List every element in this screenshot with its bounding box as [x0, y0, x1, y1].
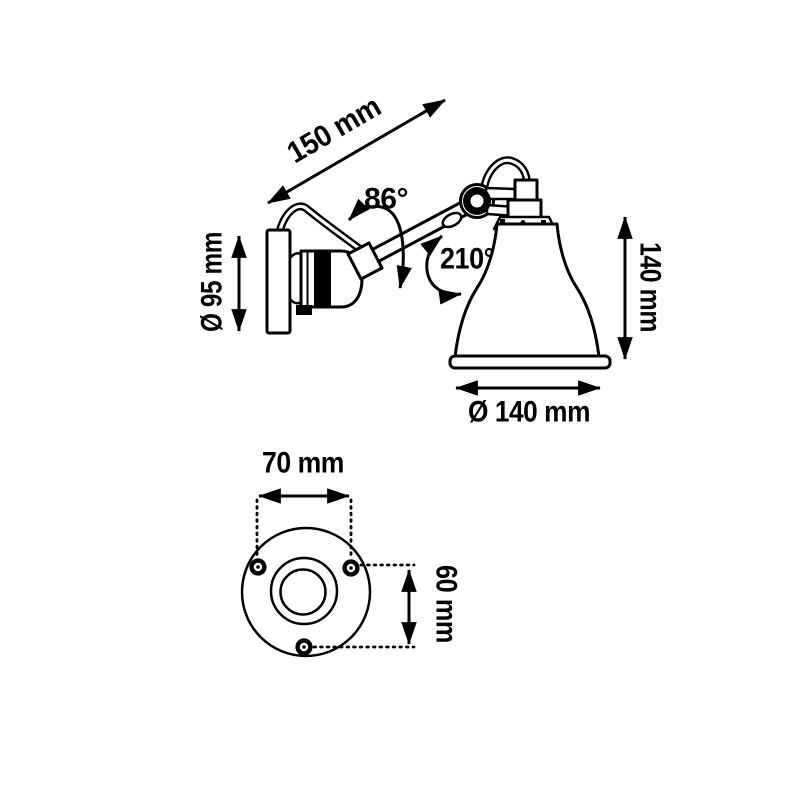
- shade-height-label: 140 mm: [634, 242, 667, 332]
- angle-86-label: 86°: [364, 183, 408, 216]
- dim-shade-diameter: Ø 140 mm: [455, 380, 601, 429]
- head-cable: [480, 156, 531, 190]
- shade: [448, 215, 612, 370]
- socket-band: [314, 251, 331, 307]
- base-diameter-label: Ø 95 mm: [196, 232, 229, 332]
- shade-rim: [448, 354, 612, 370]
- swivel-socket: [288, 249, 364, 315]
- dim-arm-length: 150 mm: [267, 90, 446, 205]
- socket-tab: [296, 305, 312, 315]
- screw-hole-bottom: [295, 638, 313, 656]
- angle-210-label: 210°: [440, 243, 494, 276]
- base-inner-circle: [279, 568, 327, 616]
- annotation-86: 86°: [347, 183, 412, 289]
- head-stem: [513, 178, 539, 203]
- wall-plate: [265, 228, 292, 335]
- hole-spacing-v-label: 60 mm: [430, 565, 463, 643]
- collar-mark-left: [500, 219, 505, 224]
- arc-210: [420, 234, 462, 305]
- socket-neck: [288, 252, 303, 305]
- shade-diameter-label: Ø 140 mm: [468, 396, 590, 429]
- arm-length-arrow: [267, 98, 446, 205]
- arc-86: [347, 198, 412, 289]
- dim-hole-spacing-vertical: 60 mm: [401, 565, 463, 645]
- screw-hole-top-left: [249, 558, 267, 576]
- head-socket-block: [506, 198, 543, 220]
- hole-spacing-h-label: 70 mm: [262, 447, 344, 480]
- collar-mark-right: [541, 220, 546, 225]
- wall-cable: [275, 202, 363, 253]
- base-view: 70 mm 60 mm: [240, 447, 463, 658]
- side-view: 150 mm: [196, 90, 667, 428]
- knob-center: [470, 194, 484, 208]
- arm-length-label: 150 mm: [282, 90, 387, 170]
- shade-bell: [453, 222, 601, 359]
- dim-shade-height: 140 mm: [617, 216, 667, 360]
- dim-hole-spacing-horizontal: 70 mm: [258, 447, 350, 504]
- screw-hole-top-right: [342, 559, 360, 577]
- annotation-210: 210°: [420, 234, 495, 305]
- arm-hole: [441, 211, 463, 229]
- dim-base-diameter: Ø 95 mm: [196, 232, 247, 332]
- elbow-joint: [459, 178, 543, 220]
